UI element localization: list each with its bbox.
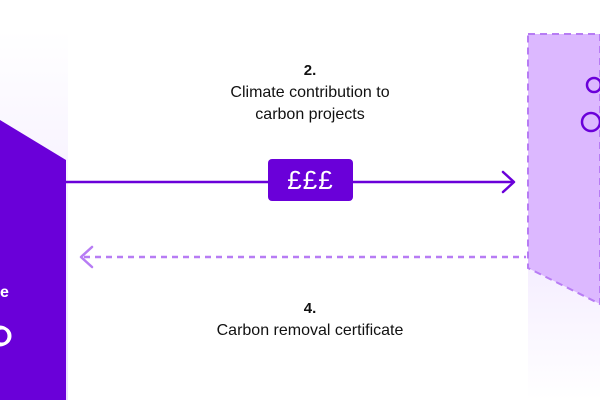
circle-icon-outline (0, 326, 12, 346)
cluster-icon (580, 76, 600, 133)
left-panel (0, 120, 66, 400)
arrow-left-icon (79, 245, 526, 269)
right-panel (527, 33, 600, 306)
step-4-label: 4. Carbon removal certificate (160, 298, 460, 342)
left-panel-partial-text: e (0, 284, 9, 301)
money-pill (268, 159, 353, 201)
step-2-line-1: Climate contribution to (230, 84, 390, 101)
step-2-label: 2. Climate contribution to carbon projec… (160, 60, 460, 126)
arrow-right-icon (66, 170, 516, 194)
step-4-line-1: Carbon removal certificate (216, 322, 404, 339)
money-pill-label: £££ (287, 164, 334, 195)
step-2-number: 2. (303, 62, 317, 79)
step-2-line-2: carbon projects (255, 106, 365, 123)
step-4-number: 4. (303, 300, 317, 317)
